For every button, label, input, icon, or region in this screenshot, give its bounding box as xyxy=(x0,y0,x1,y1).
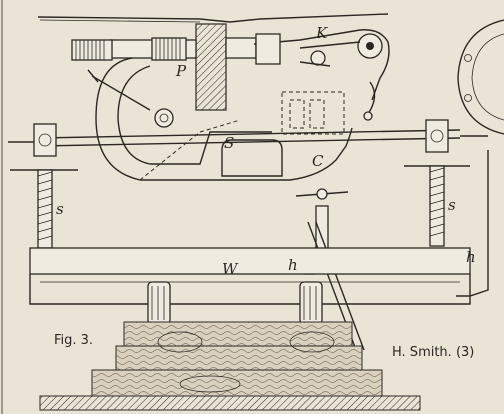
top-beam xyxy=(37,13,389,23)
base-w xyxy=(29,247,471,275)
label-s-left: s xyxy=(56,200,64,218)
frame-pin xyxy=(154,108,174,128)
middle-spring xyxy=(151,37,187,61)
ground xyxy=(39,395,421,411)
label-w: W xyxy=(222,260,239,278)
main-rail xyxy=(39,129,461,139)
hand-lever xyxy=(91,75,151,111)
label-s-right: s xyxy=(448,196,456,214)
side-handle xyxy=(456,150,489,297)
figure-credit: H. Smith. (3) xyxy=(392,345,474,360)
right-coupling xyxy=(225,37,257,59)
label-h-left: h xyxy=(288,256,298,274)
label-s-frame: S xyxy=(224,134,234,152)
vertical-post xyxy=(195,23,227,111)
arm-k xyxy=(253,29,390,101)
right-screw-head xyxy=(425,119,449,153)
c-frame-outer xyxy=(95,57,353,181)
roller-left xyxy=(147,281,171,325)
label-p: P xyxy=(175,62,187,80)
right-screw xyxy=(429,165,445,247)
label-k: K xyxy=(315,24,328,42)
flange-disc xyxy=(457,19,504,135)
pivot-k xyxy=(310,50,326,66)
clamp-box xyxy=(281,91,345,135)
label-c: C xyxy=(312,152,324,170)
left-screw-head xyxy=(33,123,57,157)
figure-caption: Fig. 3. xyxy=(54,333,93,348)
label-h-right: h xyxy=(466,248,476,266)
c-frame-inner xyxy=(117,65,272,165)
roller-right xyxy=(299,281,323,325)
